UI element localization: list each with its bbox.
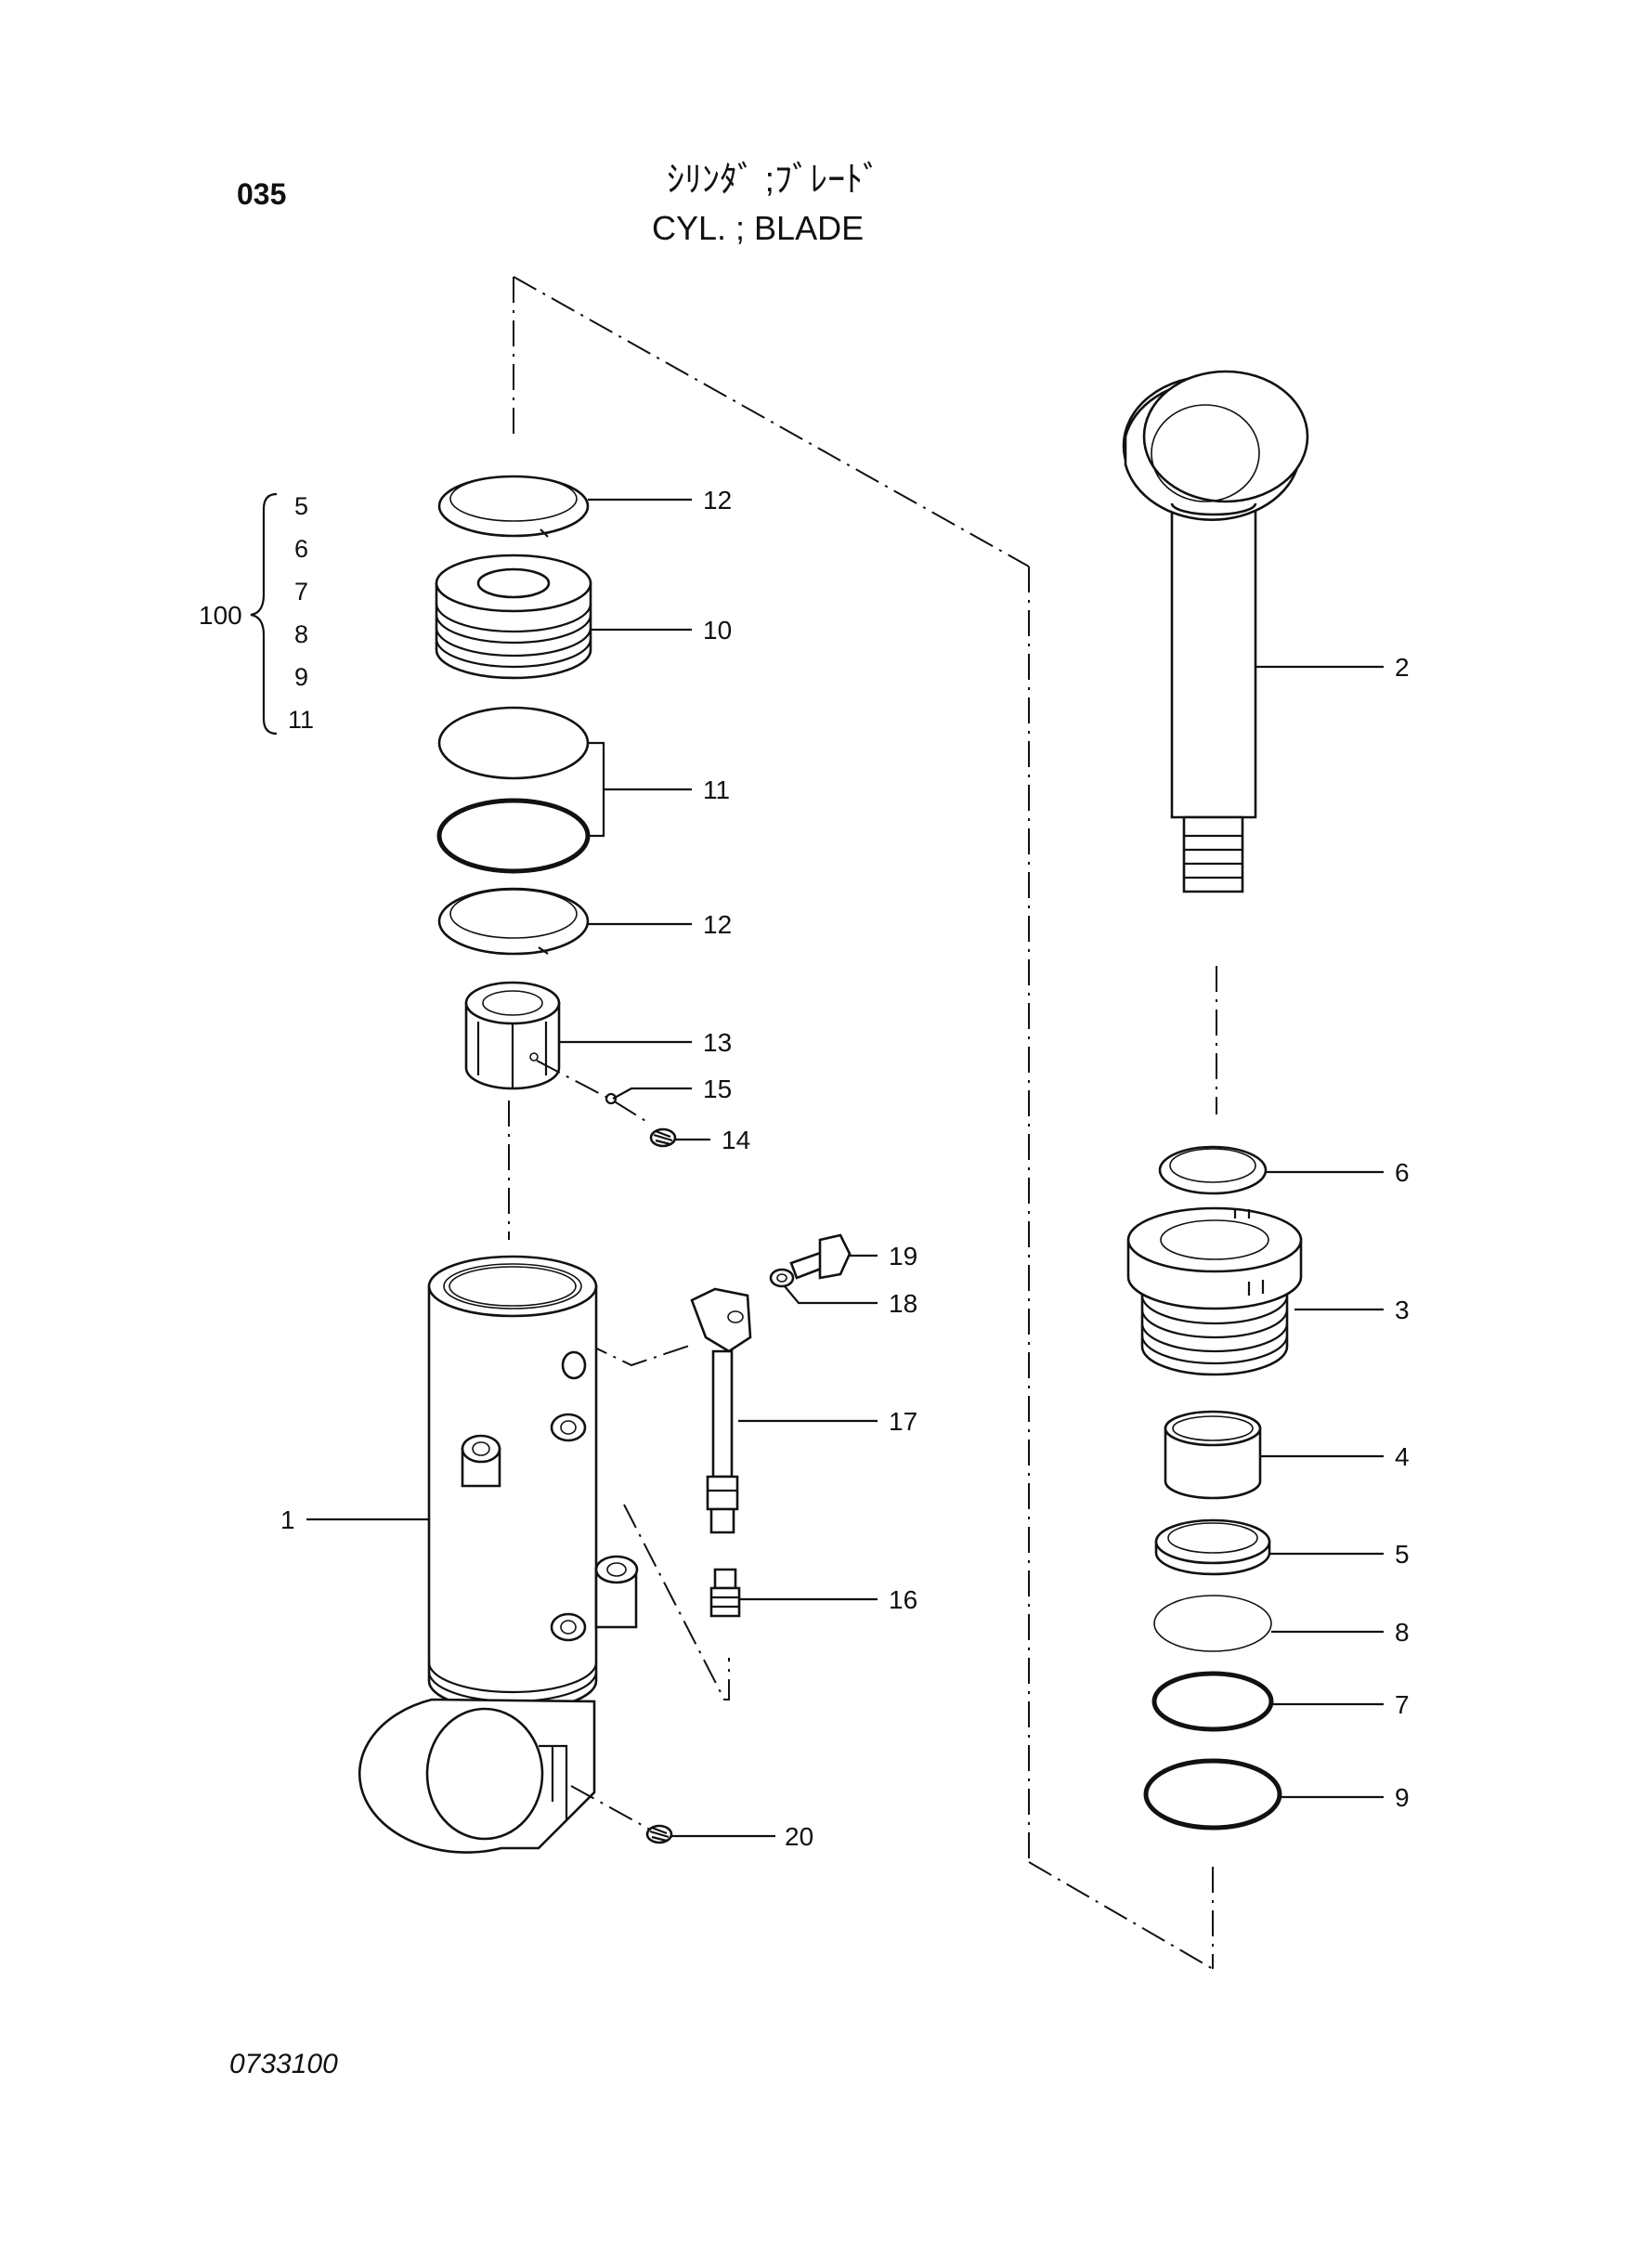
part-1-cylinder-tube (358, 1255, 639, 1854)
part-15-ball (605, 1092, 618, 1105)
callout-13: 13 (703, 1028, 732, 1057)
kit-item-8: 8 (294, 620, 308, 648)
callout-12-lower: 12 (703, 910, 732, 939)
title-japanese: ｼﾘﾝﾀﾞ ;ﾌﾞﾚｰﾄﾞ (667, 161, 880, 200)
callout-5: 5 (1395, 1540, 1410, 1569)
callout-1: 1 (280, 1505, 295, 1534)
callout-7: 7 (1395, 1690, 1410, 1719)
assembly-line-fitting (623, 1504, 730, 1700)
title-english: CYL. ; BLADE (652, 209, 864, 247)
part-7-o-ring (1151, 1671, 1274, 1732)
part-4-bushing (1164, 1410, 1262, 1500)
part-2-piston-rod (1122, 370, 1309, 893)
callout-10: 10 (703, 616, 732, 645)
callout-16: 16 (889, 1585, 917, 1614)
part-12-wear-ring-lower (437, 887, 590, 956)
leader-lines (306, 498, 1384, 1838)
kit-item-5: 5 (294, 492, 308, 520)
callout-9: 9 (1395, 1783, 1410, 1812)
drawing-number: 0733100 (229, 2049, 338, 2079)
callout-6: 6 (1395, 1158, 1410, 1187)
part-13-nut (464, 981, 561, 1090)
callout-19: 19 (889, 1242, 917, 1270)
kit-bracket (250, 492, 278, 736)
callout-15: 15 (703, 1075, 732, 1103)
assembly-line-top-diagonal (513, 276, 1030, 567)
callout-18: 18 (889, 1289, 917, 1318)
part-17-pipe (690, 1287, 752, 1534)
part-16-fitting (709, 1568, 741, 1618)
kit-label: 100 (199, 601, 242, 630)
callout-14: 14 (722, 1126, 750, 1154)
callout-numbers: 12 10 11 12 13 15 14 19 18 17 16 1 20 2 … (280, 486, 1410, 1851)
part-9-o-ring (1143, 1758, 1282, 1831)
part-12-wear-ring-upper (437, 475, 590, 538)
part-18-washer (769, 1268, 795, 1288)
assembly-line-bottom-diagonal (1028, 1861, 1214, 1970)
part-3-gland (1126, 1206, 1303, 1376)
grease-screw-axis (570, 1785, 651, 1831)
page-number: 035 (237, 177, 286, 211)
callout-3: 3 (1395, 1296, 1410, 1324)
part-11-seal-pair (436, 706, 591, 874)
part-19-bolt (789, 1233, 852, 1280)
part-8-ring (1153, 1595, 1272, 1652)
callout-12-upper: 12 (703, 486, 732, 515)
callout-8: 8 (1395, 1618, 1410, 1647)
assembly-line-bolt (582, 1341, 693, 1367)
callout-17: 17 (889, 1407, 917, 1436)
kit-item-11: 11 (288, 706, 314, 734)
callout-11: 11 (703, 775, 730, 804)
kit-item-7: 7 (294, 578, 308, 606)
part-6-dust-seal (1158, 1145, 1268, 1195)
part-20-grease-screw (645, 1824, 673, 1844)
callout-2: 2 (1395, 653, 1410, 682)
part-14-set-screw (649, 1127, 677, 1148)
part-5-buffer-ring (1154, 1518, 1271, 1576)
kit-item-6: 6 (294, 535, 308, 563)
kit-item-9: 9 (294, 663, 308, 691)
part-10-piston (435, 554, 592, 680)
callout-4: 4 (1395, 1442, 1410, 1471)
set-screw-axis (536, 1060, 651, 1125)
callout-20: 20 (785, 1822, 813, 1851)
